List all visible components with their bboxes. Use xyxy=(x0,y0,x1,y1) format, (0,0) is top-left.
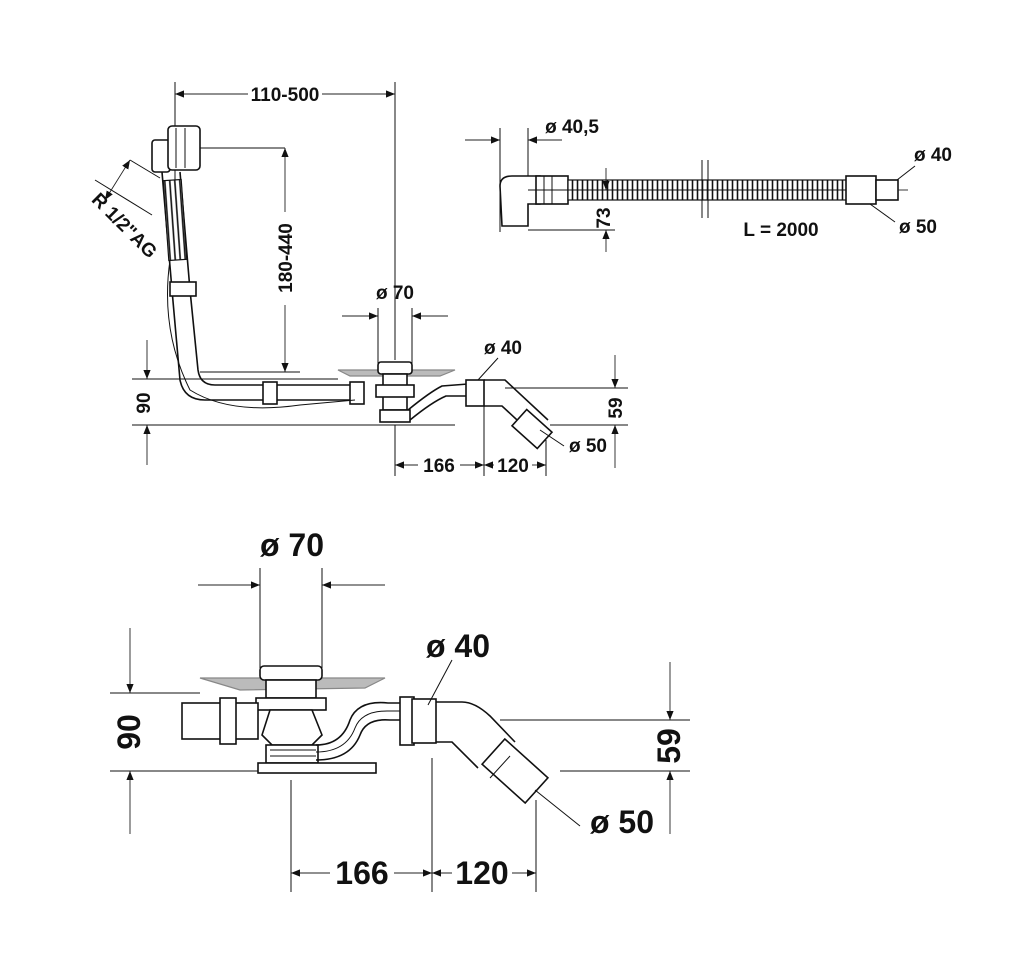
outlet-diameter-dimension: ø 40 xyxy=(484,338,522,359)
detail-drawing: ø 70 90 xyxy=(110,527,690,892)
offset-a-dimension: 166 xyxy=(423,456,455,477)
detail-outlet-height-dimension: 59 xyxy=(651,728,687,764)
detail-offset-a-dimension: 166 xyxy=(335,855,388,891)
hose-length-dimension: L = 2000 xyxy=(743,220,818,241)
hose-height-dimension: 73 xyxy=(594,207,615,228)
outlet-end-diameter-dimension: ø 50 xyxy=(569,436,607,457)
total-height-dimension: 90 xyxy=(134,392,155,413)
overview-drawing: 110-500 180-440 R 1/2"AG ø 70 xyxy=(87,82,628,477)
drain-diameter-dimension: ø 70 xyxy=(376,283,414,304)
detail-outlet-diameter-dimension: ø 40 xyxy=(426,628,490,664)
overflow-reach-dimension: 110-500 xyxy=(251,85,320,106)
offset-b-dimension: 120 xyxy=(497,456,529,477)
outlet-height-dimension: 59 xyxy=(606,397,627,418)
detail-outlet-end-diameter-dimension: ø 50 xyxy=(590,804,654,840)
hose-end-diameter-small-dimension: ø 40 xyxy=(914,145,952,166)
thread-label: R 1/2"AG xyxy=(87,189,160,262)
hose-inlet-diameter-dimension: ø 40,5 xyxy=(545,117,599,138)
overflow-height-dimension: 180-440 xyxy=(276,223,297,293)
detail-offset-b-dimension: 120 xyxy=(455,855,508,891)
hose-end-diameter-large-dimension: ø 50 xyxy=(899,217,937,238)
detail-total-height-dimension: 90 xyxy=(111,714,147,750)
detail-drain-diameter-dimension: ø 70 xyxy=(260,527,324,563)
hose-drawing: ø 40,5 ø 40 ø 50 73 L = 2000 xyxy=(465,117,952,252)
